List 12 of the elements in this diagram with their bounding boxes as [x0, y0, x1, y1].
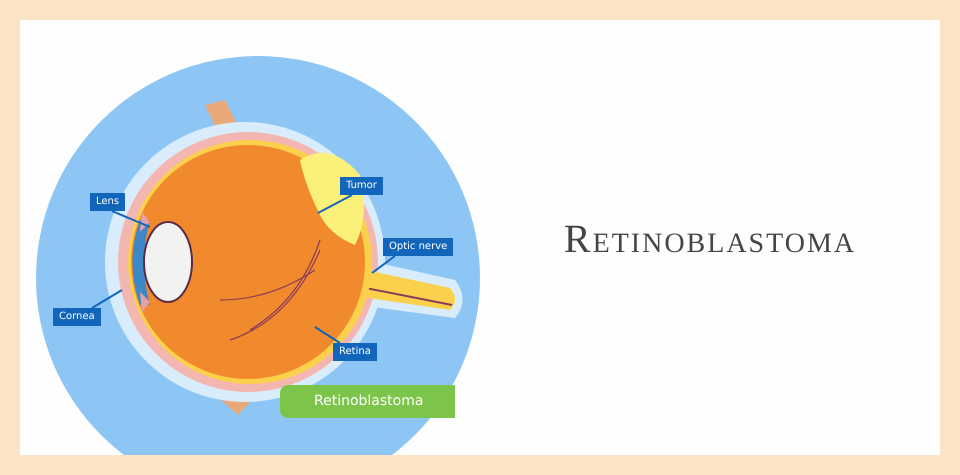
callout-label: Lens: [90, 193, 126, 211]
leader-line: [371, 255, 396, 274]
leader-line: [314, 326, 341, 344]
callout-label: Retina: [333, 343, 377, 361]
callout-label: Cornea: [53, 308, 101, 326]
leader-line: [112, 210, 150, 228]
leader-line: [318, 194, 352, 214]
leader-line: [91, 289, 123, 309]
callout-label: Tumor: [340, 177, 383, 195]
title-banner: Retinoblastoma: [280, 385, 455, 418]
title: Retinoblastoma: [562, 215, 858, 262]
callout-label: Optic nerve: [383, 238, 454, 256]
